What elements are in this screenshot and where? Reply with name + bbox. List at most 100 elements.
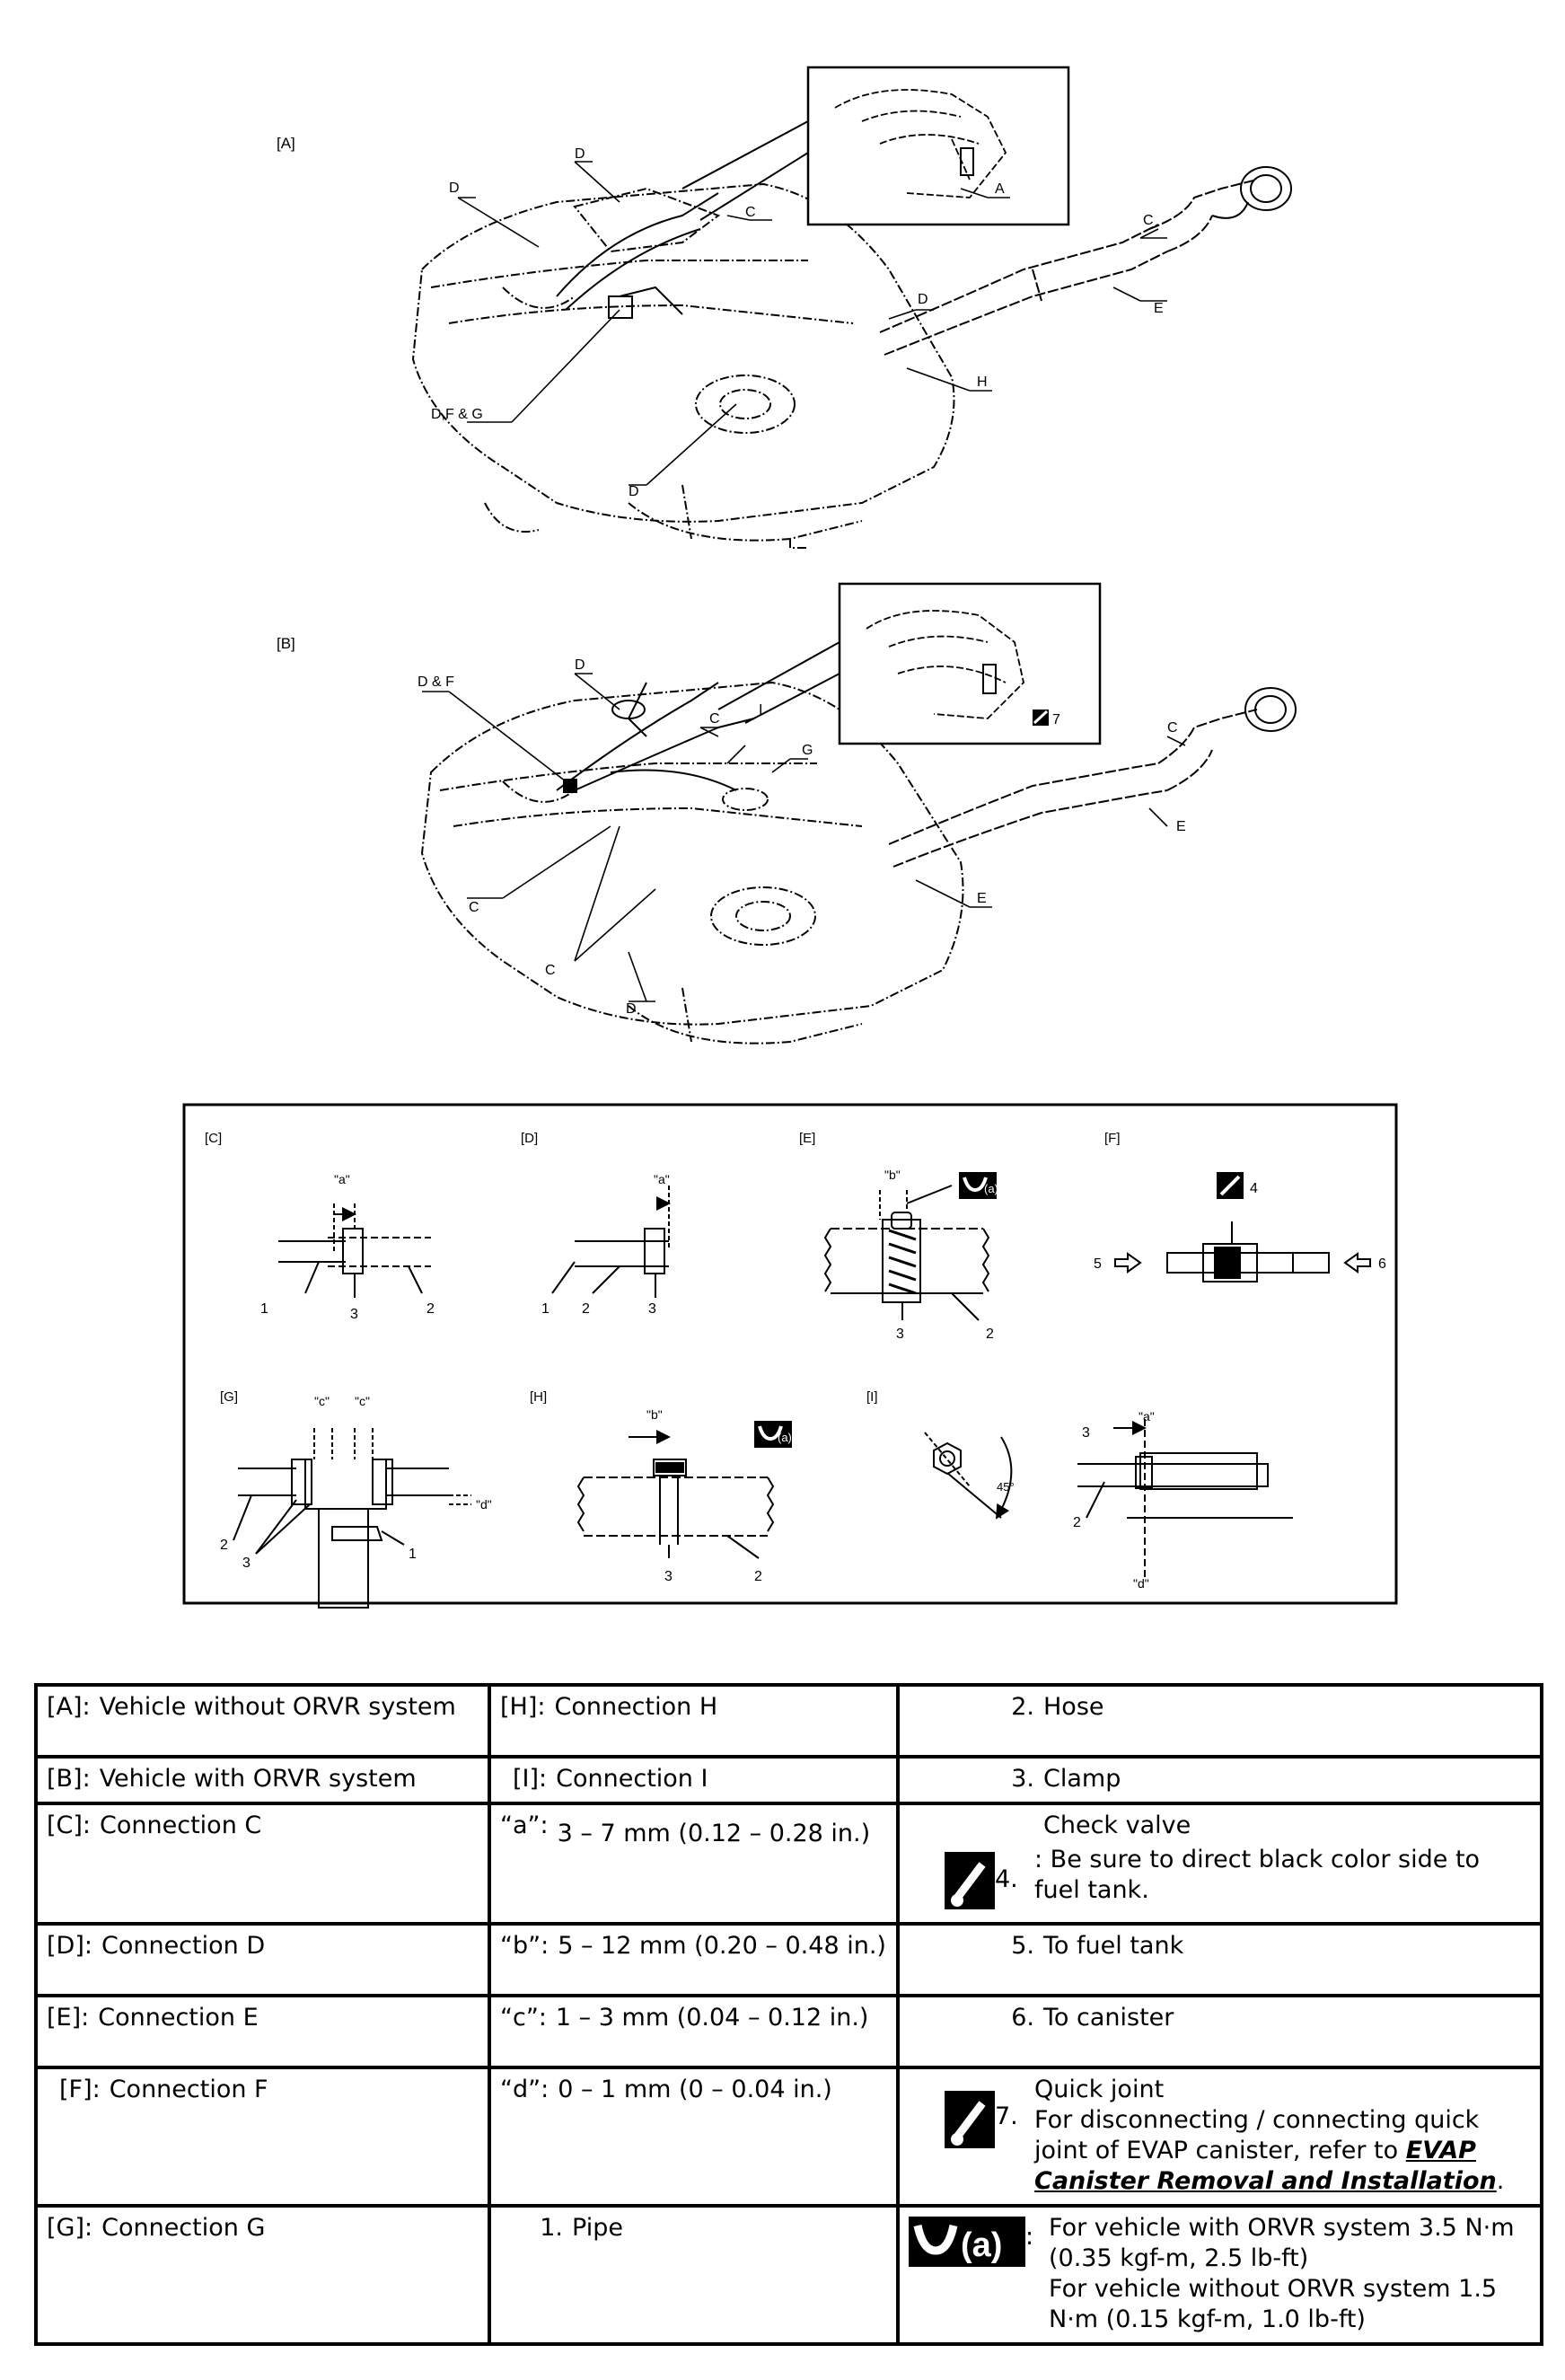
legend-torque-with-orvr: For vehicle with ORVR system 3.5 N·m (0.…: [1049, 2214, 1515, 2272]
detail-i: [I] "a" "d" 45° 3 2: [866, 1389, 1293, 1591]
detail-f-num-4: 4: [1250, 1181, 1258, 1196]
legend-key-i: [I]:: [513, 1765, 548, 1793]
legend-pipe: Pipe: [572, 2214, 623, 2242]
view-a-callout-dfg: D,F & G: [431, 407, 483, 422]
view-a-callout-h: H: [977, 375, 988, 390]
detail-c: [C] "a" 1 3 2: [205, 1131, 435, 1322]
legend-to-tank: To fuel tank: [1043, 1932, 1184, 1960]
detail-h-torque: (a): [778, 1431, 792, 1444]
legend-quick-joint-title: Quick joint: [1034, 2076, 1165, 2103]
legend-key-g: [G]:: [47, 2214, 93, 2242]
view-a-callout-e: E: [1154, 301, 1164, 316]
detail-e-num-3: 3: [896, 1327, 904, 1342]
view-a-tag: [A]: [277, 135, 295, 152]
legend-text-i: Connection I: [556, 1765, 708, 1793]
detail-g-dim-c1: "c": [314, 1394, 330, 1408]
detail-c-num-3: 3: [350, 1307, 358, 1322]
quick-joint-icon: [945, 2091, 995, 2148]
detail-e-num-2: 2: [986, 1327, 994, 1342]
legend-torque-without-orvr: For vehicle without ORVR system 1.5 N·m …: [1049, 2275, 1498, 2333]
table-row: [D]:Connection D “b”:5 – 12 mm (0.20 – 0…: [34, 1922, 1543, 1997]
detail-g-dim-c2: "c": [355, 1394, 370, 1408]
detail-d-dim: "a": [654, 1172, 670, 1186]
detail-e-dim: "b": [884, 1168, 901, 1182]
detail-d-num-2: 2: [582, 1301, 590, 1317]
detail-h: [H] "b" (a) 3 2: [530, 1389, 792, 1584]
check-valve-icon: [945, 1852, 995, 1909]
legend-key-h: [H]:: [500, 1693, 546, 1721]
detail-g-num-1: 1: [409, 1547, 417, 1562]
detail-g-dim-d: "d": [476, 1497, 492, 1512]
table-row: [A]: Vehicle without ORVR system [H]: Conn…: [34, 1683, 1543, 1759]
view-a-callout-d1: D: [575, 146, 585, 162]
detail-c-dim: "a": [334, 1172, 350, 1186]
legend-text-a: Vehicle without ORVR system: [99, 1693, 456, 1721]
view-b-tag: [B]: [277, 635, 295, 652]
detail-g: [G] "c" "c" "d" 2 3: [220, 1389, 492, 1609]
legend-key-e: [E]:: [47, 2004, 90, 2032]
detail-h-num-3: 3: [664, 1569, 673, 1584]
legend-text-h: Connection H: [554, 1693, 718, 1721]
legend-key-dim-d: “d”:: [500, 2076, 550, 2103]
detail-f-tag: [F]: [1104, 1131, 1121, 1146]
legend-num-7: 7.: [995, 2102, 1018, 2130]
view-b-callout-i: I: [759, 702, 762, 718]
detail-e: [E] "b" (a) 3 2: [799, 1131, 998, 1342]
legend-text-g: Connection G: [101, 2214, 266, 2242]
view-a-callout-d4: D: [629, 484, 639, 499]
legend-text-f: Connection F: [109, 2076, 268, 2103]
detail-i-tag: [I]: [866, 1389, 878, 1405]
detail-f-num-5: 5: [1094, 1256, 1102, 1272]
legend-quick-joint-end: .: [1496, 2167, 1505, 2195]
legend-hose: Hose: [1043, 1693, 1104, 1721]
detail-d: [D] "a" 1 2 3: [521, 1131, 671, 1317]
detail-c-num-2: 2: [426, 1301, 435, 1317]
detail-f: [F] 4 5 6: [1094, 1131, 1386, 1283]
legend-check-valve-title: Check valve: [1043, 1811, 1191, 1839]
legend-clamp: Clamp: [1043, 1765, 1121, 1793]
legend-text-d: Connection D: [101, 1932, 266, 1960]
detail-c-tag: [C]: [205, 1131, 222, 1146]
legend-num-6: 6.: [1011, 2004, 1034, 2032]
detail-i-num-3: 3: [1082, 1425, 1090, 1441]
legend-key-a: [A]:: [47, 1693, 91, 1721]
legend-quick-joint-note: For disconnecting / connecting quick joi…: [1034, 2106, 1480, 2164]
detail-i-num-2: 2: [1073, 1515, 1081, 1530]
legend-key-dim-c: “c”:: [500, 2004, 547, 2032]
legend-torque-icon-label: (a): [961, 2226, 1002, 2264]
legend-key-dim-b: “b”:: [500, 1932, 550, 1960]
table-row: [C]:Connection C “a”:3 – 7 mm (0.12 – 0.…: [34, 1802, 1543, 1926]
view-a-callout-c1: C: [745, 205, 756, 220]
torque-wrench-icon: (a): [909, 2217, 1025, 2267]
view-b-callout-c2: C: [1167, 720, 1178, 736]
table-row: [G]:Connection G 1.Pipe (a) : For vehicl…: [34, 2204, 1543, 2346]
table-row: [B]: Vehicle with ORVR system [I]: Connect…: [34, 1755, 1543, 1805]
detail-d-tag: [D]: [521, 1131, 538, 1146]
legend-to-canister: To canister: [1043, 2004, 1174, 2032]
detail-h-num-2: 2: [754, 1569, 762, 1584]
legend-key-dim-a: “a”:: [500, 1811, 549, 1839]
legend-num-2: 2.: [1011, 1693, 1034, 1721]
evap-canister-link[interactable]: EVAP Canister Removal and Installation: [1034, 2137, 1497, 2195]
legend-key-b: [B]:: [47, 1765, 91, 1793]
torque-icon: (a): [959, 1172, 998, 1199]
detail-h-dim: "b": [646, 1407, 663, 1422]
detail-d-num-1: 1: [541, 1301, 550, 1317]
legend-text-b: Vehicle with ORVR system: [99, 1765, 417, 1793]
view-a-callout-d2: D: [449, 181, 460, 196]
view-b-callout-c4: C: [545, 963, 556, 978]
legend-key-d: [D]:: [47, 1932, 92, 1960]
legend-text-dim-c: 1 – 3 mm (0.04 – 0.12 in.): [555, 2004, 869, 2032]
view-a-callout-c2: C: [1143, 213, 1154, 228]
detail-i-angle: 45°: [997, 1480, 1015, 1494]
view-b-callout-g: G: [802, 743, 813, 758]
detail-d-num-3: 3: [648, 1301, 656, 1317]
legend-text-c: Connection C: [100, 1811, 262, 1839]
legend-table: [A]: Vehicle without ORVR system [H]: Conn…: [34, 1683, 1543, 2346]
table-row: [F]:Connection F “d”:0 – 1 mm (0 – 0.04 …: [34, 2066, 1543, 2208]
detail-f-num-6: 6: [1378, 1256, 1386, 1272]
detail-panel: [C] "a" 1 3 2 [D]: [182, 1103, 1398, 1609]
view-b-callout-e1: E: [1176, 819, 1186, 834]
view-b-callout-7: 7: [1052, 712, 1060, 727]
legend-text-e: Connection E: [98, 2004, 259, 2032]
